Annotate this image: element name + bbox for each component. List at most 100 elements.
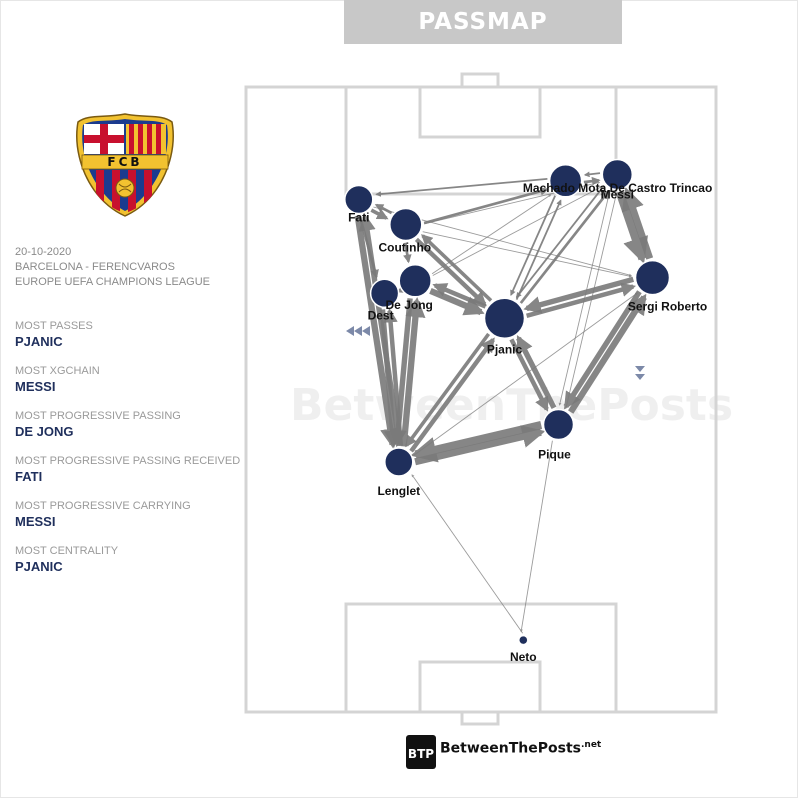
stat-item: MOST PROGRESSIVE CARRYING MESSI [15, 499, 240, 544]
pass-edge-machado-fati [375, 178, 548, 197]
team-crest-text: FCB [107, 155, 143, 169]
pass-edge-messi-machado [583, 171, 601, 178]
stat-value: MESSI [15, 514, 56, 529]
pass-edge-messi-sergi [615, 190, 648, 264]
pass-edge-machado-messi [583, 176, 601, 186]
player-node-neto [519, 635, 528, 645]
player-label-pjanic: Pjanic [487, 342, 523, 356]
pitch [244, 72, 718, 726]
pass-edge-fati-coutinho [370, 208, 389, 220]
pass-edge-pjanic-pique [509, 338, 549, 412]
footer-brand-name: BetweenThePosts [440, 740, 581, 757]
bottom-penalty-box [344, 602, 618, 714]
player-label-pique: Pique [538, 448, 571, 462]
player-label-messi: Messi [601, 188, 634, 202]
stat-value: PJANIC [15, 334, 63, 349]
pass-edge-messi-pique [558, 190, 611, 406]
match-info: 20-10-2020 BARCELONA - FERENCVAROS EUROP… [15, 245, 210, 290]
pass-edge-dejong-machado [431, 194, 552, 275]
pass-edge-fati-dest [358, 215, 379, 279]
pass-edge-dejong-lenglet [389, 298, 413, 448]
pass-edge-coutinho-pjanic [414, 237, 487, 307]
match-fixture: BARCELONA - FERENCVAROS [15, 261, 175, 273]
top-six-yard-box [418, 85, 542, 139]
pass-edge-dest-lenglet [379, 309, 402, 448]
watermark-text: BetweenThePosts [290, 380, 733, 431]
player-node-lenglet [384, 447, 414, 477]
player-node-sergi [634, 259, 671, 296]
pass-edge-neto-lenglet [411, 474, 524, 634]
bottom-goal [460, 710, 500, 726]
stats-panel: MOST PASSES PJANIC MOST XGCHAIN MESSI MO… [15, 319, 240, 589]
pass-edge-messi-pjanic [515, 185, 605, 299]
player-node-fati [344, 184, 374, 215]
pass-edge-pique-lenglet [410, 421, 543, 463]
stat-value: FATI [15, 469, 43, 484]
pass-edge-coutinho-dejong [403, 242, 412, 264]
pass-edge-coutinho-fati [374, 203, 393, 215]
btp-logo-icon: BTP [406, 735, 436, 769]
stat-label: MOST PASSES [15, 320, 93, 332]
player-node-coutinho [389, 207, 423, 242]
page-title: PASSMAP [344, 0, 622, 44]
player-nodes [344, 158, 671, 645]
match-date: 20-10-2020 [15, 246, 72, 258]
player-label-lenglet: Lenglet [377, 484, 420, 498]
stat-label: MOST PROGRESSIVE PASSING RECEIVED [15, 455, 241, 467]
player-node-pjanic [483, 297, 526, 340]
footer-brand-suffix: .net [581, 740, 602, 750]
stat-item: MOST CENTRALITY PJANIC [15, 544, 240, 589]
player-label-sergi: Sergi Roberto [628, 300, 707, 314]
player-node-dejong [398, 264, 432, 298]
stat-value: DE JONG [15, 424, 74, 439]
player-label-coutinho: Coutinho [378, 241, 431, 255]
pass-edge-coutinho-sergi [422, 231, 632, 278]
player-label-machado: Machado Mota De Castro Trincao [523, 181, 712, 195]
player-label-dejong: De Jong [386, 298, 433, 312]
stat-item: MOST PASSES PJANIC [15, 319, 240, 364]
pass-edge-sergi-pique [563, 290, 642, 410]
team-crest-icon [76, 113, 174, 217]
pass-edge-pjanic-machado [515, 199, 562, 300]
stat-label: MOST PROGRESSIVE CARRYING [15, 500, 191, 512]
player-node-pique [542, 408, 575, 441]
player-label-dest: Dest [368, 308, 394, 322]
player-label-neto: Neto [510, 650, 537, 664]
pass-edge-pique-messi [565, 193, 618, 409]
pass-edge-fati-lenglet [354, 215, 401, 449]
stat-label: MOST PROGRESSIVE PASSING [15, 410, 181, 422]
match-competition: EUROPE UEFA CHAMPIONS LEAGUE [15, 276, 210, 288]
pass-edge-coutinho-machado [423, 187, 549, 225]
pass-edge-pjanic-lenglet [405, 332, 491, 448]
pass-edge-pique-neto [520, 440, 553, 633]
pass-edge-pique-sergi [568, 293, 647, 414]
pass-edge-lenglet-sergi [413, 292, 639, 456]
stat-item: MOST PROGRESSIVE PASSING DE JONG [15, 409, 240, 454]
player-node-messi [601, 158, 634, 191]
top-goal [460, 72, 500, 89]
stat-item: MOST XGCHAIN MESSI [15, 364, 240, 409]
stat-label: MOST CENTRALITY [15, 545, 119, 557]
player-node-machado [548, 164, 583, 198]
btp-badge-text: BTP [408, 747, 434, 761]
stat-value: MESSI [15, 379, 56, 394]
bottom-six-yard-box [418, 660, 542, 714]
pass-edge-pjanic-sergi [526, 282, 636, 318]
pass-edge-lenglet-dejong [400, 296, 426, 447]
pass-edge-machado-pjanic [510, 195, 556, 296]
pass-edge-sergi-pjanic [523, 276, 635, 314]
background-watermark: BetweenThePosts [290, 380, 733, 431]
pass-edges [354, 171, 654, 634]
stat-label: MOST XGCHAIN [15, 365, 100, 377]
pass-edge-dejong-messi [432, 186, 603, 276]
player-node-dest [369, 278, 400, 309]
carry-indicator [346, 326, 645, 380]
pass-edge-lenglet-pjanic [409, 337, 495, 453]
pass-edge-pjanic-coutinho [421, 234, 493, 302]
stat-value: PJANIC [15, 559, 63, 574]
pass-edge-pjanic-messi [519, 190, 610, 304]
stat-item: MOST PROGRESSIVE PASSING RECEIVED FATI [15, 454, 240, 499]
footer-brand: BetweenThePosts.net [440, 740, 601, 757]
